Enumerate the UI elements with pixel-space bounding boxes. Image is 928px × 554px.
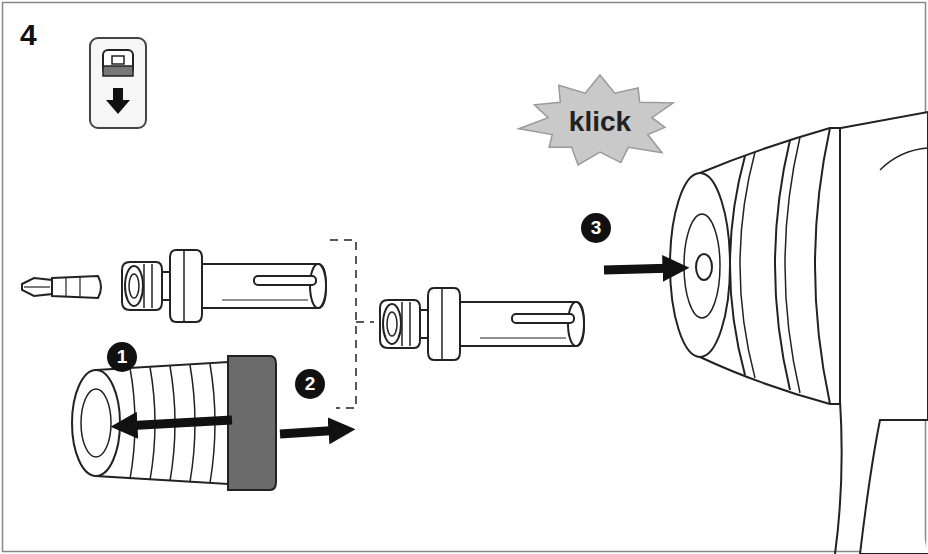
callout-number: 3 [581, 213, 611, 243]
sound-word: klick [569, 106, 631, 138]
callout-number: 2 [295, 369, 325, 399]
step-number: 4 [20, 18, 37, 52]
burst-shape: klick [515, 72, 685, 172]
callout-number: 1 [107, 342, 137, 372]
burst-path [519, 75, 673, 165]
